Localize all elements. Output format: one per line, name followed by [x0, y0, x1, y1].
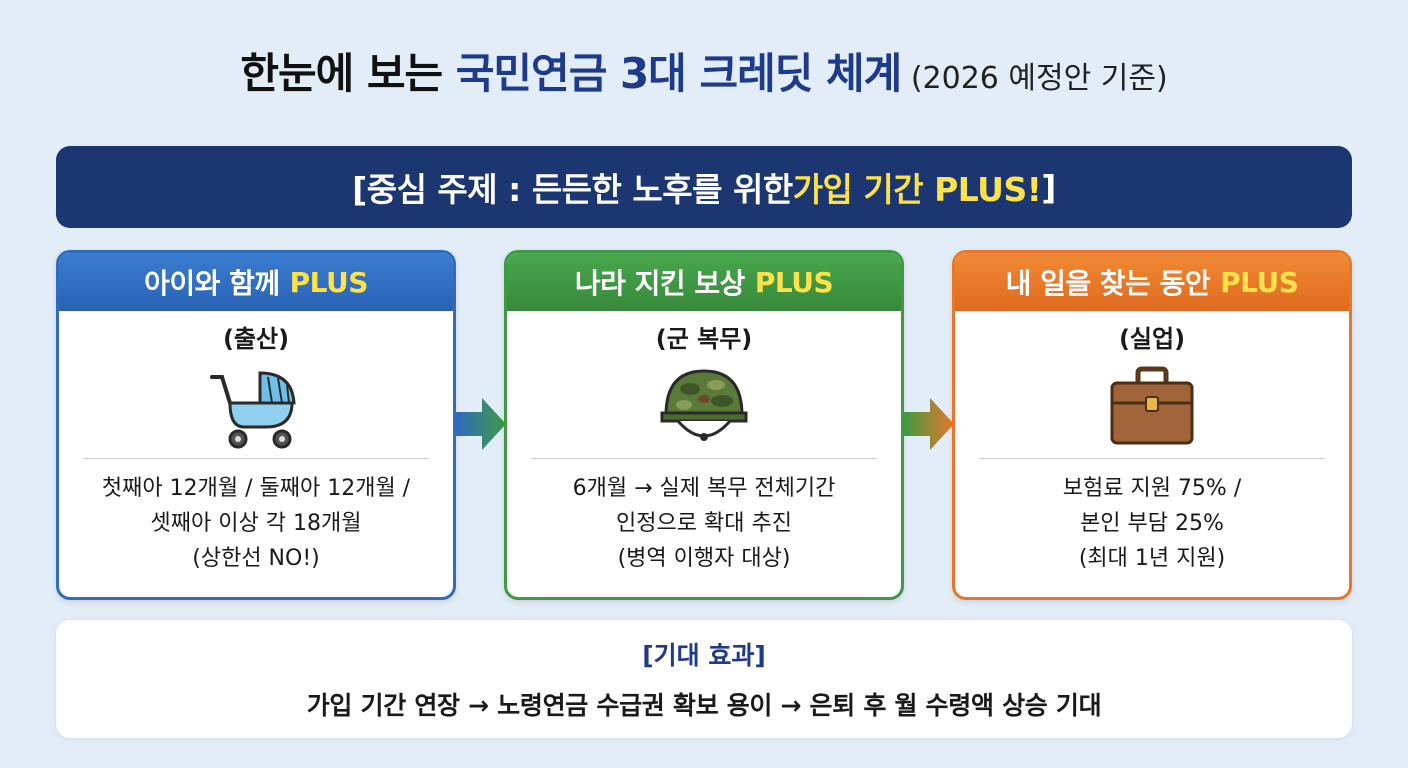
card-birth-line: 셋째아 이상 각 18개월: [150, 511, 362, 536]
card-birth-body: 첫째아 12개월 / 둘째아 12개월 / 셋째아 이상 각 18개월 (상한선…: [59, 471, 453, 576]
title-highlight: 국민연금 3대 크레딧 체계: [455, 49, 902, 98]
card-unemployment-title: 내 일을 찾는 동안: [1005, 267, 1211, 300]
card-unemployment-body: 보험료 지원 75% / 본인 부담 25% (최대 1년 지원): [955, 471, 1349, 576]
card-birth-line: 첫째아 12개월 / 둘째아 12개월 /: [101, 476, 411, 501]
card-unemployment: 내 일을 찾는 동안 PLUS (실업) 보험료 지원 75% / 본인 부담 2…: [952, 250, 1352, 600]
card-military-subtitle: (군 복무): [655, 325, 753, 353]
card-military-line: 인정으로 확대 추진: [616, 511, 792, 536]
card-military-line: 6개월 → 실제 복무 전체기간: [572, 476, 836, 501]
card-birth: 아이와 함께 PLUS (출산) 첫째아 12개월 / 둘째아 12개월 / 셋째…: [56, 250, 456, 600]
card-unemployment-plus: PLUS: [1220, 265, 1299, 299]
effect-text: 가입 기간 연장 → 노령연금 수급권 확보 용이 → 은퇴 후 월 수령액 상…: [306, 691, 1102, 720]
card-birth-subtitle: (출산): [222, 325, 290, 353]
card-birth-line: (상한선 NO!): [192, 546, 320, 571]
card-birth-plus: PLUS: [289, 265, 369, 299]
title-main: 한눈에 보는: [240, 49, 456, 98]
title-suffix: (2026 예정안 기준): [901, 61, 1168, 96]
card-military-divider: [531, 458, 877, 459]
card-unemployment-line: (최대 1년 지원): [1078, 546, 1226, 571]
card-birth-title: 아이와 함께: [144, 267, 280, 300]
card-military-title: 나라 지킨 보상: [574, 267, 746, 300]
card-birth-header: 아이와 함께 PLUS: [59, 253, 453, 311]
card-birth-divider: [83, 458, 429, 459]
card-unemployment-header: 내 일을 찾는 동안 PLUS: [955, 253, 1349, 311]
banner-highlight: 가입 기간 PLUS!: [792, 170, 1042, 209]
arrow-right-icon: [456, 398, 506, 450]
card-unemployment-divider: [979, 458, 1325, 459]
baby-stroller-icon: [59, 358, 453, 454]
military-helmet-icon: [507, 358, 901, 454]
card-unemployment-line: 보험료 지원 75% /: [1062, 476, 1242, 501]
expected-effect-box: [기대 효과] 가입 기간 연장 → 노령연금 수급권 확보 용이 → 은퇴 후…: [56, 620, 1352, 738]
arrow-right-icon: [904, 398, 954, 450]
page-title: 한눈에 보는 국민연금 3대 크레딧 체계 (2026 예정안 기준): [0, 40, 1408, 101]
banner-close: ]: [1041, 167, 1056, 207]
card-military-plus: PLUS: [754, 265, 834, 299]
effect-title: [기대 효과]: [642, 641, 766, 670]
card-unemployment-line: 본인 부담 25%: [1080, 511, 1224, 536]
banner-text: [중심 주제 : 든든한 노후를 위한: [352, 170, 793, 209]
card-unemployment-subtitle: (실업): [1118, 325, 1186, 353]
card-military-body: 6개월 → 실제 복무 전체기간 인정으로 확대 추진 (병역 이행자 대상): [507, 471, 901, 576]
theme-banner: [중심 주제 : 든든한 노후를 위한 가입 기간 PLUS!]: [56, 146, 1352, 228]
briefcase-icon: [955, 358, 1349, 454]
card-military-line: (병역 이행자 대상): [617, 546, 791, 571]
